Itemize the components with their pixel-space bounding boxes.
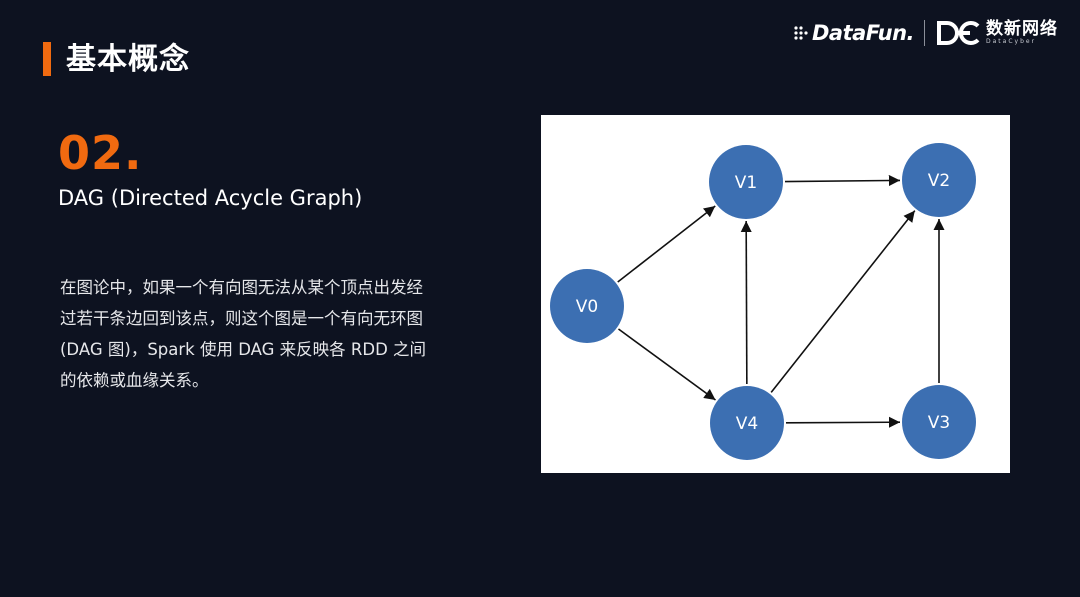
node-label: V1 (735, 173, 757, 193)
edge-v4-v3 (785, 416, 901, 428)
description-paragraph: 在图论中，如果一个有向图无法从某个顶点出发经 过若干条边回到该点，则这个图是一个… (60, 272, 480, 396)
node-label: V2 (928, 171, 950, 191)
node-circle (550, 269, 624, 343)
node-v3: V3 (902, 385, 976, 459)
description-line: 过若干条边回到该点，则这个图是一个有向无环图 (60, 309, 423, 328)
datacyber-logo: 数新网络 DataCyber (936, 20, 1058, 46)
logo-divider (924, 20, 925, 46)
node-circle (709, 145, 783, 219)
description-line: 的依赖或血缘关系。 (60, 371, 209, 390)
datacyber-en-text: DataCyber (986, 38, 1037, 45)
logo-group: DataFun. 数新网络 DataCyber (793, 18, 1058, 48)
datafun-logo-text: DataFun. (811, 21, 915, 45)
node-circle (902, 385, 976, 459)
node-v0: V0 (550, 269, 624, 343)
description-line: 在图论中，如果一个有向图无法从某个顶点出发经 (60, 278, 423, 297)
node-circle (902, 143, 976, 217)
node-v1: V1 (709, 145, 783, 219)
edge-v1-v2 (784, 174, 901, 187)
edge-v4-v1 (740, 220, 752, 385)
node-v2: V2 (902, 143, 976, 217)
node-label: V4 (736, 414, 758, 434)
node-circle (710, 386, 784, 460)
title-accent-bar (43, 42, 51, 76)
node-label: V3 (928, 413, 950, 433)
datafun-dots-icon (794, 26, 808, 40)
section-number: 02. (58, 126, 143, 180)
node-v4: V4 (710, 386, 784, 460)
edge-v0-v4 (618, 328, 716, 401)
section-title: 基本概念 (66, 42, 190, 77)
subtitle: DAG (Directed Acycle Graph) (58, 186, 363, 210)
edge-v4-v2 (770, 210, 916, 393)
description-line: (DAG 图)，Spark 使用 DAG 来反映各 RDD 之间 (60, 340, 427, 359)
datacyber-cn-text: 数新网络 (986, 19, 1058, 39)
node-label: V0 (576, 297, 598, 317)
datacyber-mark-icon (937, 21, 980, 45)
datafun-logo: DataFun. (793, 21, 915, 45)
edge-v0-v1 (617, 205, 716, 283)
